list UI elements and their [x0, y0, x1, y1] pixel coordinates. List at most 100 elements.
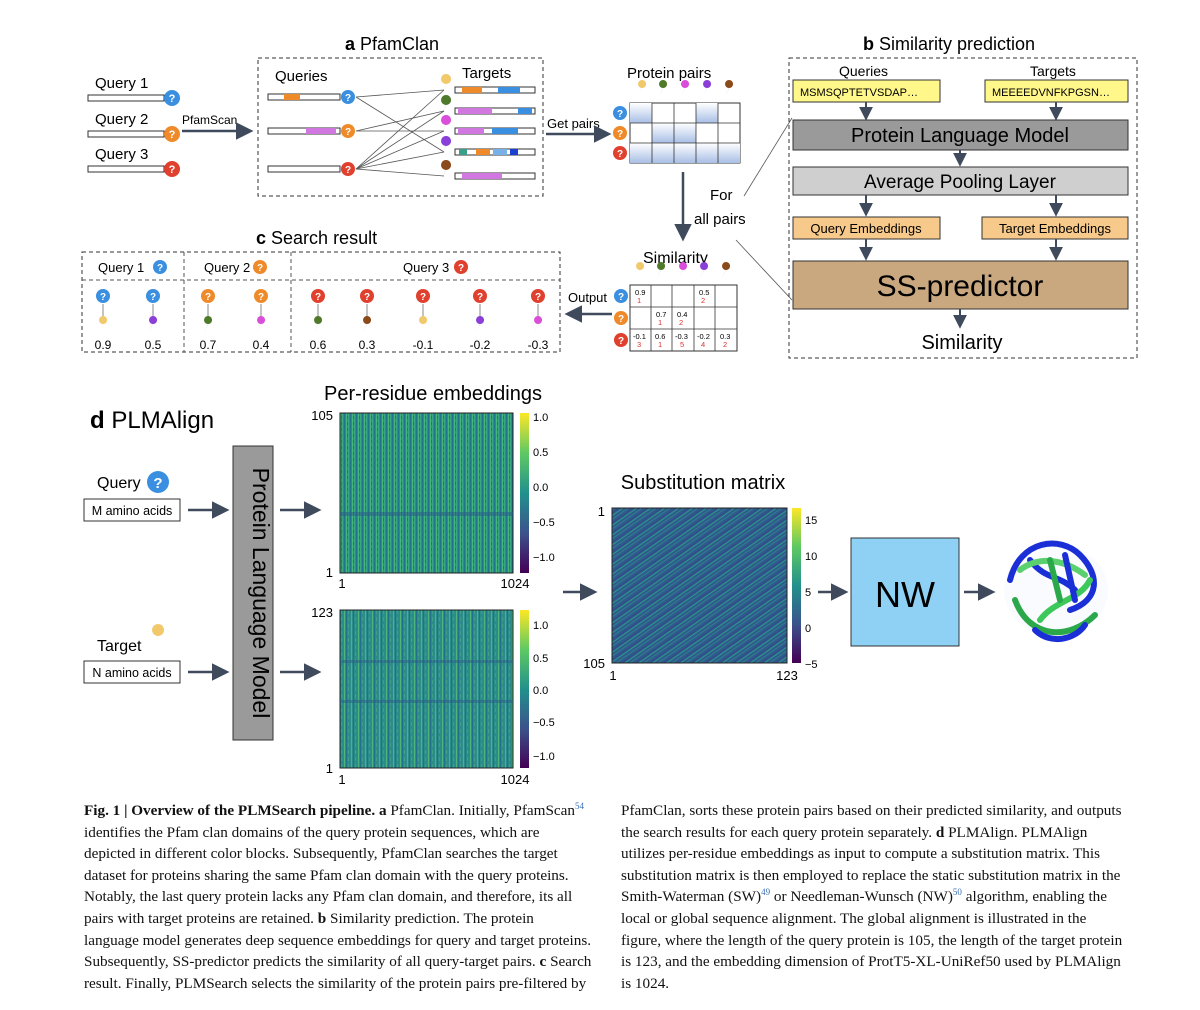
- query-3-icon: [164, 161, 180, 177]
- aligned-structure-image: [1004, 540, 1108, 643]
- similarity-output-label: Similarity: [921, 332, 1002, 354]
- result-columns: ? 0.9 ? 0.5 ? 0.7 ? 0.4: [95, 289, 549, 352]
- target-pin-2: [441, 95, 452, 115]
- colorbar-tick: 10: [805, 551, 817, 563]
- plm-label: Protein Language Model: [851, 125, 1069, 147]
- colorbar-tick: 0.0: [533, 685, 548, 697]
- plmalign-query-label: Query: [97, 475, 141, 492]
- protein-pairs-title: Protein pairs: [627, 65, 711, 82]
- svg-text:?: ?: [153, 475, 162, 492]
- substitution-canvas: [611, 507, 788, 664]
- protein-pairs-grid: [629, 102, 741, 164]
- for-label: For: [710, 187, 733, 204]
- inner-query-1-icon: [341, 90, 355, 104]
- substitution-x-right: 123: [776, 668, 798, 683]
- result-col-6: ? 0.3: [359, 289, 376, 352]
- result-col-4: ? 0.4: [253, 289, 270, 352]
- colorbar-tick: 0.0: [533, 482, 548, 494]
- pfamclan-queries-header: Queries: [275, 68, 328, 85]
- matrix-cell-rank: 2: [679, 318, 683, 327]
- reference-link[interactable]: 50: [952, 887, 962, 898]
- caption-text: algorithm, enabling the local or global …: [621, 888, 1123, 992]
- caption-right-column: PfamClan, sorts these protein pairs base…: [621, 800, 1129, 994]
- plm-box: [792, 119, 1129, 151]
- caption-left-column: Fig. 1 | Overview of the PLMSearch pipel…: [84, 800, 592, 994]
- figure-caption: Fig. 1 | Overview of the PLMSearch pipel…: [84, 800, 1189, 1005]
- pfamclan-targets-header: Targets: [462, 65, 511, 82]
- panel-b-targets-header: Targets: [1030, 63, 1076, 79]
- svg-text:?: ?: [100, 292, 106, 303]
- svg-text:?: ?: [169, 164, 176, 176]
- query-2-bar: [87, 130, 165, 138]
- heatmap-query-x-left: 1: [338, 576, 345, 591]
- query-3-label: Query 3: [95, 146, 148, 163]
- connector-top: [743, 117, 793, 197]
- reference-link[interactable]: 54: [574, 800, 584, 811]
- pfamclan-connections: [355, 89, 445, 177]
- panel-b: b Similarity prediction Queries Targets …: [788, 34, 1138, 359]
- inner-query-2-icon: [341, 124, 355, 138]
- figure-canvas: a PfamClan Query 1 ? Query 2 ? Query 3 ?…: [81, 34, 1138, 787]
- result-query-2-icon: [253, 260, 267, 274]
- svg-text:?: ?: [535, 292, 541, 303]
- result-value: 0.3: [359, 338, 376, 352]
- search-result-box: [81, 251, 561, 353]
- colorbar-tick: −5: [805, 659, 818, 671]
- plm-vertical-label: Protein Language Model: [248, 468, 274, 719]
- caption-panel-letter: d: [935, 823, 945, 841]
- target-embeddings-label: Target Embeddings: [999, 221, 1112, 236]
- svg-text:?: ?: [157, 263, 163, 274]
- inner-query-2-domain: [306, 128, 336, 134]
- similarity-box: [788, 57, 1138, 359]
- panel-b-title: b Similarity prediction: [863, 34, 1035, 54]
- svg-text:?: ?: [345, 127, 351, 138]
- svg-text:?: ?: [618, 314, 624, 325]
- per-residue-title: Per-residue embeddings: [324, 383, 542, 405]
- caption-text: PfamClan, sorts these protein pairs base…: [621, 802, 1122, 841]
- query-list: Query 1 ? Query 2 ? Query 3 ?: [87, 75, 180, 177]
- colorbar-tick: 1.0: [533, 412, 548, 424]
- substitution-colorbar: [792, 508, 801, 663]
- target-pin-3: [441, 115, 452, 135]
- connector-bottom: [735, 239, 793, 301]
- inner-query-1-domain: [284, 94, 300, 100]
- query-embeddings-label: Query Embeddings: [810, 221, 922, 236]
- result-query-1-icon: [153, 260, 167, 274]
- result-value: 0.7: [200, 338, 217, 352]
- svg-text:?: ?: [257, 263, 263, 274]
- svg-text:?: ?: [617, 149, 623, 160]
- matrix-cell-rank: 1: [637, 296, 641, 305]
- query-length-label: M amino acids: [92, 504, 173, 518]
- reference-link[interactable]: 49: [761, 887, 771, 898]
- result-value: 0.4: [253, 338, 270, 352]
- inner-query-3-icon: [341, 162, 355, 176]
- heatmap-target-y-bottom: 1: [326, 761, 333, 776]
- caption-panel-letter: a: [378, 802, 387, 819]
- panel-d: d PLMAlign Query ? M amino acids Target …: [83, 383, 1108, 787]
- colorbar-tick: 15: [805, 515, 817, 527]
- panel-c: c Search result Query 1 ? Query 2 ? Quer…: [81, 228, 738, 353]
- panel-a-title: a PfamClan: [345, 34, 439, 54]
- result-col-7: ? -0.1: [413, 289, 434, 352]
- protein-pairs-pins: [638, 80, 734, 96]
- colorbar-tick: 0: [805, 623, 811, 635]
- result-col-8: ? -0.2: [470, 289, 491, 352]
- plmalign-query-icon: [147, 471, 169, 493]
- target-length-label: N amino acids: [92, 666, 171, 680]
- svg-text:?: ?: [617, 109, 623, 120]
- ss-predictor-box: [792, 260, 1129, 310]
- matrix-cell-rank: 1: [658, 318, 662, 327]
- colorbar-tick: −1.0: [533, 552, 555, 564]
- result-query-3-icon: [454, 260, 468, 274]
- panel-b-queries-header: Queries: [839, 63, 888, 79]
- heatmap-target-x-left: 1: [338, 772, 345, 787]
- matrix-cell-value: 0.4: [677, 310, 687, 319]
- svg-text:?: ?: [364, 292, 370, 303]
- panel-a: a PfamClan Query 1 ? Query 2 ? Query 3 ?…: [87, 34, 793, 301]
- matrix-cell-value: -0.2: [697, 332, 710, 341]
- matrix-cell-rank: 4: [701, 340, 705, 349]
- matrix-cell-rank: 3: [637, 340, 641, 349]
- matrix-cell-value: 0.7: [656, 310, 666, 319]
- colorbar-tick: 0.5: [533, 653, 548, 665]
- panel-c-title: c Search result: [256, 228, 377, 248]
